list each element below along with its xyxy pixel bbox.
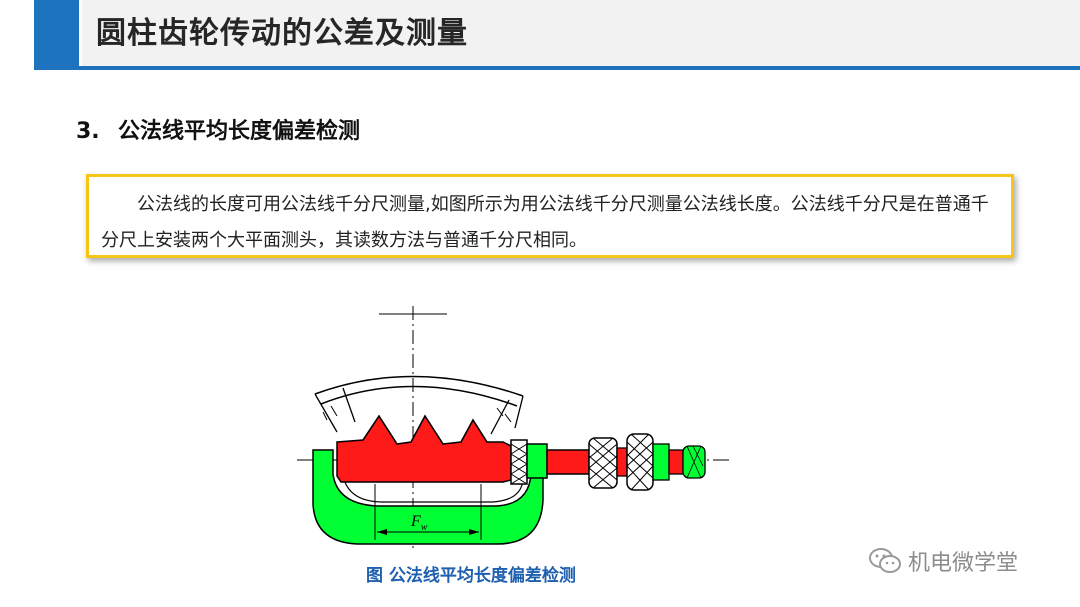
thimble-knurl — [588, 437, 618, 489]
gear-teeth — [362, 414, 488, 445]
frame-inner-line — [342, 475, 524, 503]
gear-outer-arc — [314, 375, 524, 397]
header-accent — [34, 0, 79, 66]
ratchet-knurl-pattern — [626, 433, 654, 491]
gear-inner-arc — [320, 385, 518, 407]
ratchet-neck — [652, 443, 670, 481]
section-heading-text: 公法线平均长度偏差检测 — [118, 119, 361, 144]
wechat-icon — [869, 548, 901, 573]
header-underline — [34, 66, 1080, 70]
header-bar — [82, 0, 1080, 66]
section-number: 3. — [76, 119, 100, 144]
watermark-text: 机电微学堂 — [908, 551, 1019, 576]
figure-caption: 图 公法线平均长度偏差检测 — [366, 566, 576, 586]
watermark: 机电微学堂 — [868, 546, 1018, 576]
thimble-knurl-pattern — [588, 437, 618, 489]
description-box: 公法线的长度可用公法线千分尺测量,如图所示为用公法线千分尺测量公法线长度。公法线… — [86, 174, 1014, 258]
ratchet-end-knurl — [686, 445, 704, 479]
gear-tooth-edges — [314, 387, 524, 435]
gear-hatching — [322, 405, 512, 423]
section-heading: 3. 公法线平均长度偏差检测 — [76, 113, 360, 145]
gear-section — [336, 414, 512, 483]
dimension-label: Fw — [410, 513, 428, 533]
barrel-scale — [546, 449, 590, 475]
collar-knurl — [510, 443, 528, 485]
spindle-sleeve — [526, 443, 548, 479]
ratchet-cap — [668, 449, 684, 475]
description-paragraph: 公法线的长度可用公法线千分尺测量,如图所示为用公法线千分尺测量公法线长度。公法线… — [101, 194, 989, 251]
micrometer-diagram: Fw — [297, 306, 730, 548]
thimble-ring — [616, 447, 628, 477]
micrometer-figure: Fw — [297, 304, 730, 550]
slide-title: 圆柱齿轮传动的公差及测量 — [96, 16, 468, 51]
